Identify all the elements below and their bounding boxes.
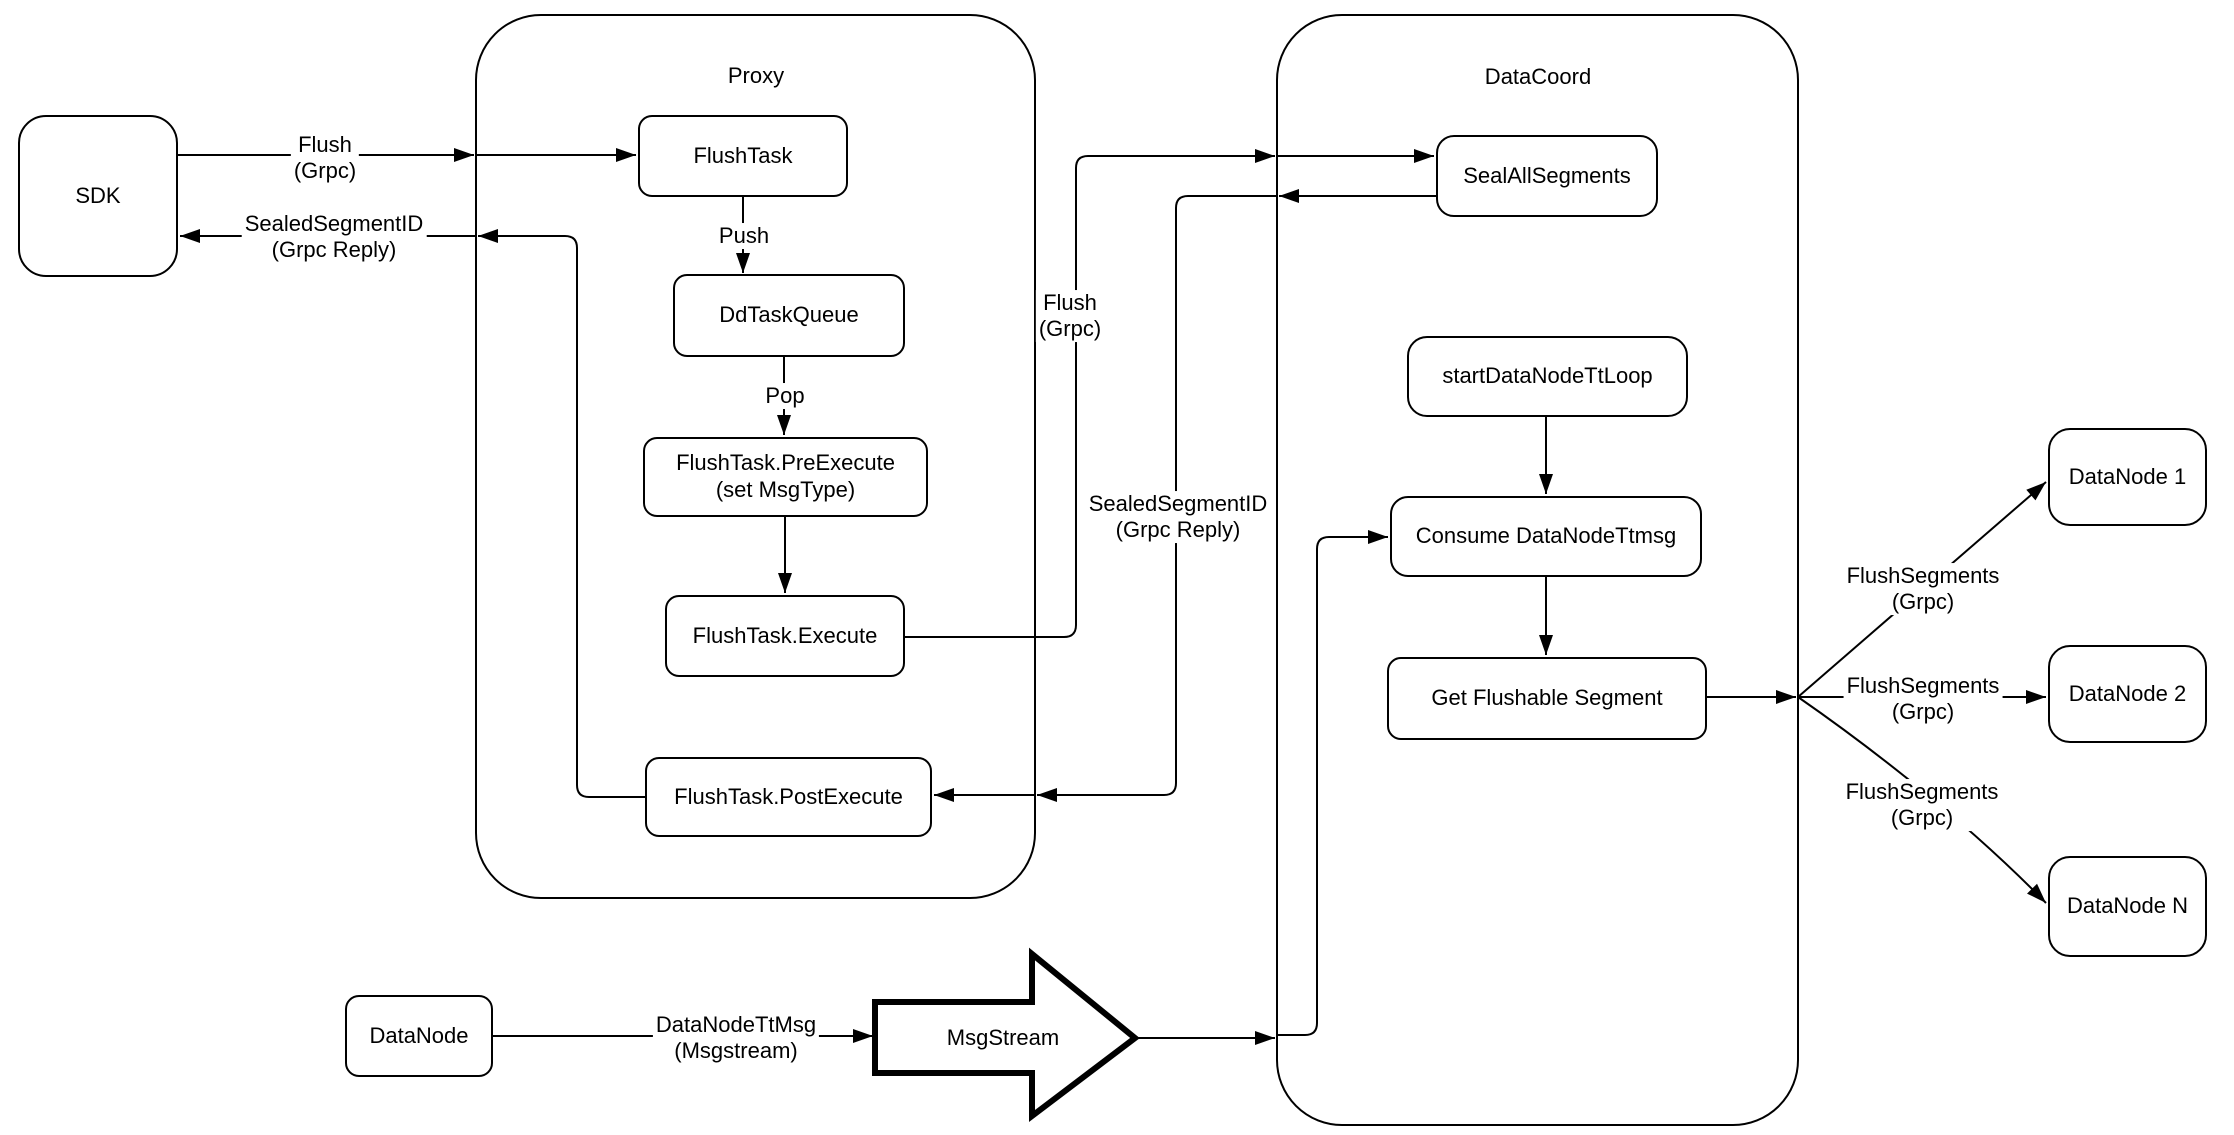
edge-label-flush-grpc-left: Flush (Grpc) [290,132,360,184]
edge-label-flushsegments-1: FlushSegments (Grpc) [1843,563,2003,615]
container-proxy-title: Proxy [723,63,789,89]
edge-into-consume [1277,530,1388,1036]
node-sdk: SDK [18,115,178,277]
node-flushtask-postexecute: FlushTask.PostExecute [645,757,932,837]
node-datanode-n: DataNode N [2048,856,2207,957]
edge-postexecute-to-proxyedge [478,229,645,798]
edge-label-sealedsegmentid-mid: SealedSegmentID (Grpc Reply) [1085,491,1271,543]
node-flushtask: FlushTask [638,115,848,197]
edge-execute-flush-up [905,149,1275,638]
node-flushtask-execute: FlushTask.Execute [665,595,905,677]
edge-label-flushsegments-2: FlushSegments (Grpc) [1843,673,2003,725]
edge-label-push: Push [715,223,773,249]
node-consume-datanodettmsg: Consume DataNodeTtmsg [1390,496,1702,577]
node-startdatanodettloop: startDataNodeTtLoop [1407,336,1688,417]
edge-label-datanodettmsg: DataNodeTtMsg (Msgstream) [652,1012,820,1064]
node-ddtaskqueue: DdTaskQueue [673,274,905,357]
msgstream-arrow-shape [872,947,1140,1123]
node-datanode: DataNode [345,995,493,1077]
node-flushtask-preexecute: FlushTask.PreExecute (set MsgType) [643,437,928,517]
container-proxy-outline [475,14,1036,899]
node-datanode-1: DataNode 1 [2048,428,2207,526]
edge-label-pop: Pop [762,383,808,409]
container-datacoord-title: DataCoord [1480,64,1596,90]
edge-label-flush-grpc-mid: Flush (Grpc) [1035,290,1105,342]
node-sealallsegments: SealAllSegments [1436,135,1658,217]
edge-label-flushsegments-3: FlushSegments (Grpc) [1842,779,2002,831]
node-datanode-2: DataNode 2 [2048,645,2207,743]
container-datacoord-outline [1276,14,1799,1126]
msgstream-label: MsgStream [946,1025,1060,1050]
edge-label-sealedsegmentid-left: SealedSegmentID (Grpc Reply) [241,211,427,263]
node-get-flushable-segment: Get Flushable Segment [1387,657,1707,740]
